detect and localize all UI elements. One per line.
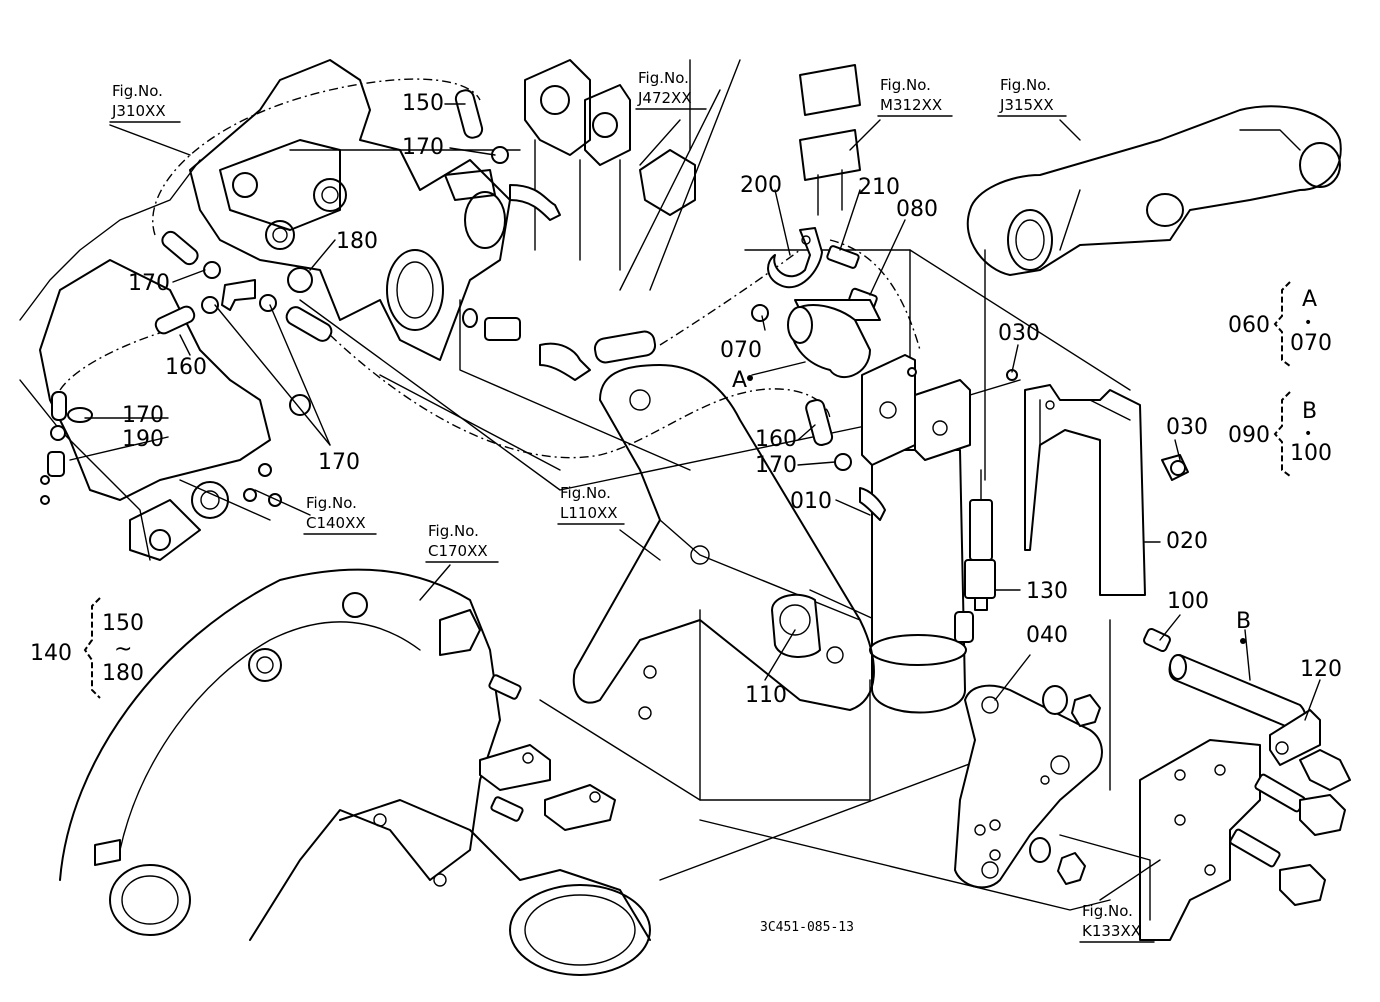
fig-ref-code: L110XX xyxy=(560,504,618,522)
part-label-170: 170 xyxy=(755,453,797,478)
part-label-130: 130 xyxy=(1026,579,1068,604)
fig-ref-c140: Fig.No. C140XX xyxy=(303,494,377,535)
part-label-170: 170 xyxy=(128,271,170,296)
shim-plates xyxy=(799,64,861,216)
group-top-label: A xyxy=(1302,287,1317,312)
part-label-070: 070 xyxy=(720,338,762,363)
right-casing xyxy=(1139,739,1346,941)
fig-ref-title: Fig.No. xyxy=(112,82,163,100)
transmission-housing xyxy=(59,568,651,976)
group-separator: • xyxy=(1304,315,1312,331)
part-label-180: 180 xyxy=(336,229,378,254)
callout-markers: A B xyxy=(732,368,1251,644)
part-label-080: 080 xyxy=(896,197,938,222)
callout-a-label: A xyxy=(732,368,747,393)
fig-ref-code: J472XX xyxy=(637,89,692,107)
fig-ref-title: Fig.No. xyxy=(428,522,479,540)
part-label-190: 190 xyxy=(122,427,164,452)
part-label-100: 100 xyxy=(1167,589,1209,614)
group-separator: ~ xyxy=(114,637,132,662)
fig-ref-j310: Fig.No. J310XX xyxy=(109,82,181,123)
cylinder-fittings xyxy=(805,398,852,471)
part-label-120: 120 xyxy=(1300,657,1342,682)
part-label-030: 030 xyxy=(998,321,1040,346)
part-label-210: 210 xyxy=(858,175,900,200)
fig-ref-code: K133XX xyxy=(1082,922,1141,940)
part-label-170: 170 xyxy=(402,135,444,160)
group-bottom-label: 100 xyxy=(1290,441,1332,466)
part-label-160: 160 xyxy=(165,355,207,380)
drawing-code: 3C451-085-13 xyxy=(760,920,854,935)
fig-ref-c170: Fig.No. C170XX xyxy=(425,522,499,563)
part-label-160: 160 xyxy=(755,427,797,452)
pin-b-assembly xyxy=(1143,627,1351,791)
part-label-040: 040 xyxy=(1026,623,1068,648)
lift-arm xyxy=(966,105,1342,276)
pipe-assembly xyxy=(462,304,871,381)
fig-ref-code: J315XX xyxy=(999,96,1054,114)
group-bottom-label: 180 xyxy=(102,661,144,686)
callout-a-dot xyxy=(747,375,753,381)
group-060: 060 A • 070 xyxy=(1228,281,1332,367)
fig-ref-m312: Fig.No. M312XX xyxy=(877,76,953,117)
left-fittings xyxy=(47,89,509,477)
group-140: 140 150 ~ 180 xyxy=(30,597,144,699)
lower-link xyxy=(572,364,875,720)
fig-ref-code: J310XX xyxy=(111,102,166,120)
fig-ref-title: Fig.No. xyxy=(1082,902,1133,920)
fig-ref-title: Fig.No. xyxy=(638,69,689,87)
part-label-170: 170 xyxy=(122,403,164,428)
fig-ref-title: Fig.No. xyxy=(1000,76,1051,94)
part-label-200: 200 xyxy=(740,173,782,198)
group-top-label: B xyxy=(1302,399,1317,424)
fig-ref-j315: Fig.No. J315XX xyxy=(997,76,1067,117)
lift-cylinder xyxy=(859,354,974,714)
part-label-030: 030 xyxy=(1166,415,1208,440)
leader-lines xyxy=(69,103,1321,901)
group-090: 090 B • 100 xyxy=(1228,391,1332,477)
part-labels: 150 170 180 170 160 170 190 170 200 210 … xyxy=(122,91,1342,708)
position-sensor xyxy=(964,469,996,611)
group-left-label: 060 xyxy=(1228,313,1270,338)
group-top-label: 150 xyxy=(102,611,144,636)
fig-ref-code: C170XX xyxy=(428,542,488,560)
part-label-150: 150 xyxy=(402,91,444,116)
fig-ref-k133: Fig.No. K133XX xyxy=(1079,902,1155,943)
part-label-110: 110 xyxy=(745,683,787,708)
part-label-170: 170 xyxy=(318,450,360,475)
fig-ref-title: Fig.No. xyxy=(306,494,357,512)
part-label-010: 010 xyxy=(790,489,832,514)
fig-ref-title: Fig.No. xyxy=(880,76,931,94)
sensor-bracket xyxy=(1006,369,1189,596)
fig-ref-l110: Fig.No. L110XX xyxy=(557,484,625,525)
group-left-label: 090 xyxy=(1228,423,1270,448)
fig-ref-code: C140XX xyxy=(306,514,366,532)
callout-b-label: B xyxy=(1236,609,1251,634)
callout-b-dot xyxy=(1240,638,1246,644)
group-left-label: 140 xyxy=(30,641,72,666)
fig-ref-title: Fig.No. xyxy=(560,484,611,502)
fig-ref-code: M312XX xyxy=(880,96,942,114)
group-bottom-label: 070 xyxy=(1290,331,1332,356)
mounting-plate xyxy=(954,684,1103,889)
fig-ref-j472: Fig.No. J472XX xyxy=(635,69,707,110)
part-label-020: 020 xyxy=(1166,529,1208,554)
group-separator: • xyxy=(1304,426,1312,442)
hose-lines xyxy=(59,78,921,459)
top-brackets xyxy=(509,59,741,291)
